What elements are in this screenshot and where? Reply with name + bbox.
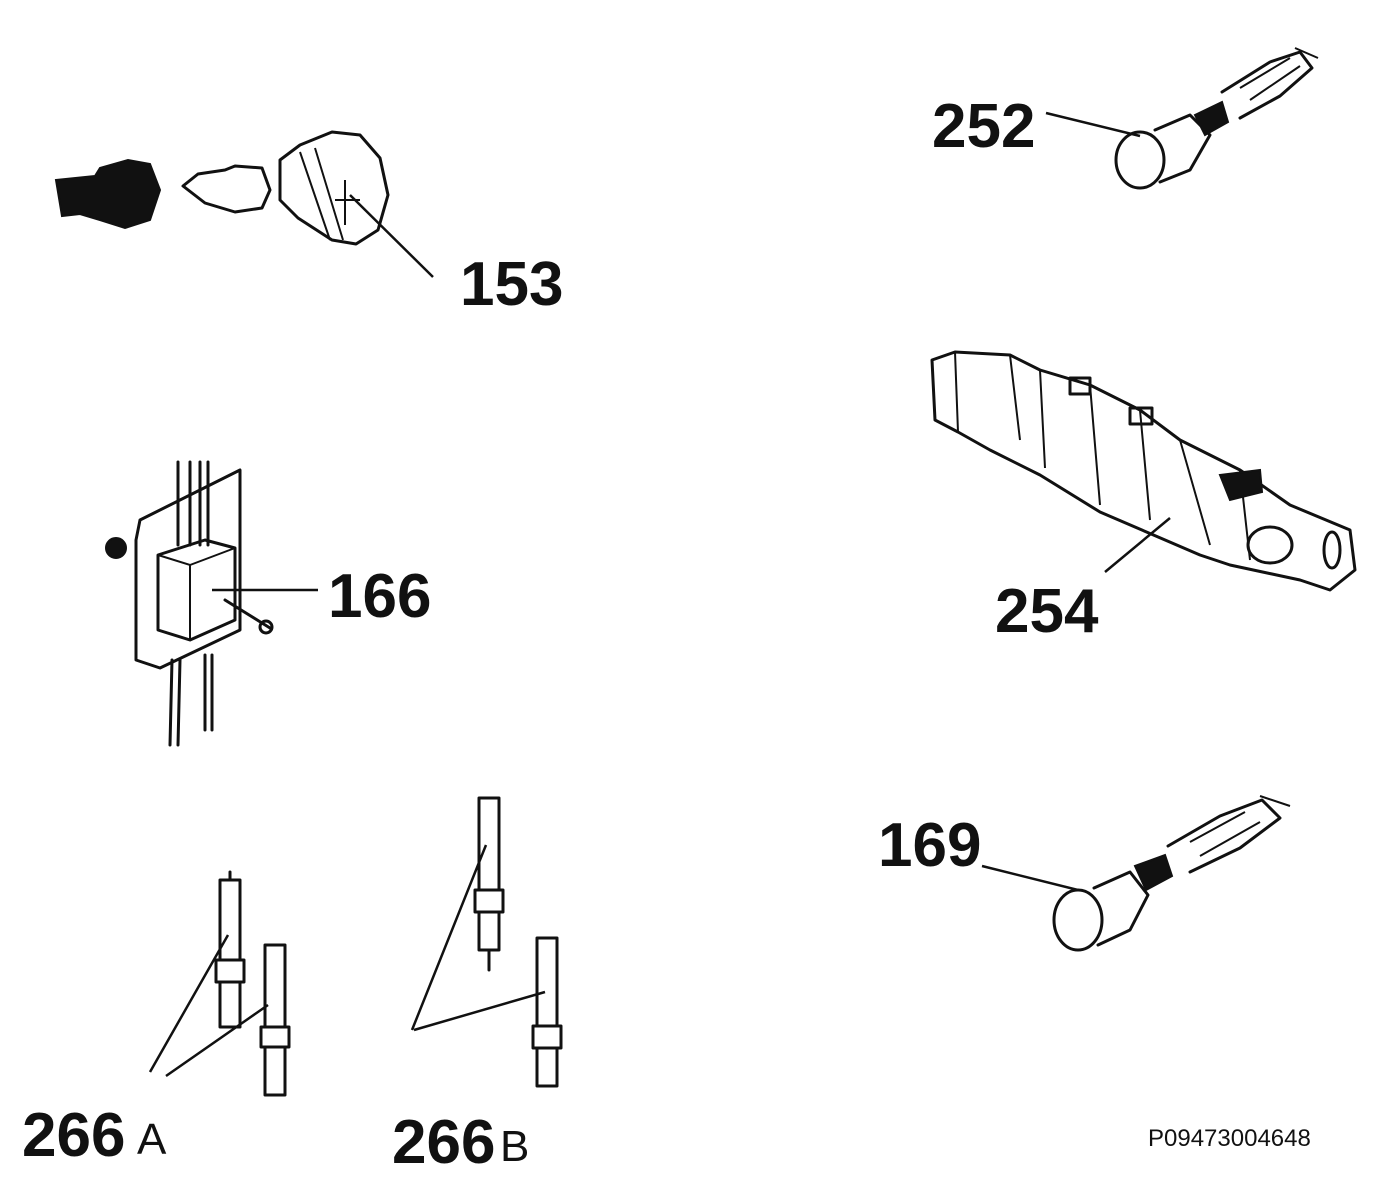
leader-153 xyxy=(349,194,434,278)
label-166: 166 xyxy=(328,562,431,631)
part-169-connector xyxy=(1052,795,1291,952)
part-153-knob-assembly xyxy=(54,130,390,246)
part-266b-electrodes xyxy=(473,796,563,1088)
part-252-connector xyxy=(1114,47,1319,190)
leader-252 xyxy=(1045,111,1141,138)
part-254-spark-generator xyxy=(930,350,1357,592)
label-153: 153 xyxy=(460,250,563,319)
label-266a-number: 266 xyxy=(22,1101,125,1170)
leader-266a xyxy=(148,934,269,1078)
leader-266b xyxy=(410,844,546,1032)
leader-169 xyxy=(981,864,1079,892)
reference-code: P09473004648 xyxy=(1148,1125,1311,1152)
label-254: 254 xyxy=(995,577,1099,646)
label-266b-number: 266 xyxy=(392,1108,495,1177)
leader-254 xyxy=(1104,517,1171,573)
label-169: 169 xyxy=(878,811,981,880)
part-166-bracket xyxy=(105,460,274,747)
label-252: 252 xyxy=(932,92,1035,161)
part-266a-electrodes xyxy=(214,870,291,1097)
label-266a-suffix: A xyxy=(137,1115,167,1164)
label-266b-suffix: B xyxy=(500,1122,529,1171)
